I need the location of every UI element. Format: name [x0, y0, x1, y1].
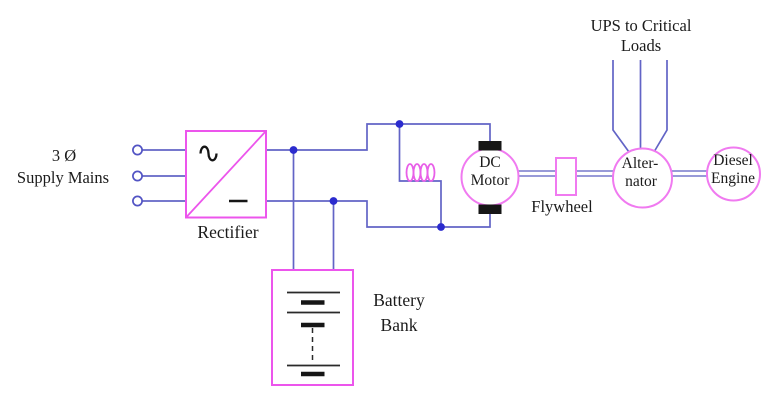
shaft-flywheel-alternator [574, 170, 616, 177]
junction-node-icon [395, 120, 404, 128]
supply-label-line1: 3 Ø [51, 146, 77, 165]
alternator-label-line2: nator [625, 173, 657, 190]
shaft-motor-flywheel [515, 170, 558, 177]
dc-motor-label-line2: Motor [470, 172, 510, 189]
diesel-label-line2: Engine [711, 170, 755, 187]
rectifier-label: Rectifier [197, 222, 259, 242]
shaft-alternator-diesel [669, 170, 710, 177]
supply-terminal-icon [132, 170, 143, 182]
inductor-branch-wire [398, 124, 442, 227]
motor-brush-bottom [478, 204, 502, 214]
component-shapes [132, 130, 761, 386]
diesel-label-line1: Diesel [713, 152, 753, 169]
alternator-circle [612, 147, 673, 209]
rectifier-diagonal [185, 130, 267, 219]
battery-cells-icon [287, 291, 340, 377]
black-symbols [199, 141, 502, 377]
inductor-coil-icon [405, 163, 436, 182]
shafts [515, 170, 710, 177]
supply-label-line2: Supply Mains [16, 168, 110, 187]
alternator-label-line1: Alter- [621, 155, 659, 172]
supply-terminal-icon [132, 195, 143, 207]
flywheel-box [555, 157, 577, 196]
dc-motor-label-line1: DC [479, 154, 501, 171]
battery-label-line1: Battery [373, 290, 425, 310]
flywheel-label: Flywheel [531, 197, 593, 216]
ups-feeder-left [612, 60, 630, 153]
ups-output-label-line2: Loads [620, 36, 662, 55]
junction-node-icon [437, 223, 445, 231]
dc-positive-rail [266, 123, 491, 151]
motor-brush-top [478, 141, 502, 151]
ac-sine-icon [199, 145, 218, 162]
junction-node-icon [289, 146, 298, 154]
junction-nodes [289, 120, 445, 231]
ups-feeder-right [653, 60, 668, 153]
ups-output-label-line1: UPS to Critical [590, 16, 692, 35]
battery-bank-box [271, 269, 354, 386]
dc-negative-rail [266, 200, 491, 228]
battery-label-line2: Bank [380, 315, 418, 335]
supply-terminal-icon [132, 144, 143, 156]
diesel-engine-circle [706, 146, 761, 202]
junction-node-icon [329, 197, 338, 205]
